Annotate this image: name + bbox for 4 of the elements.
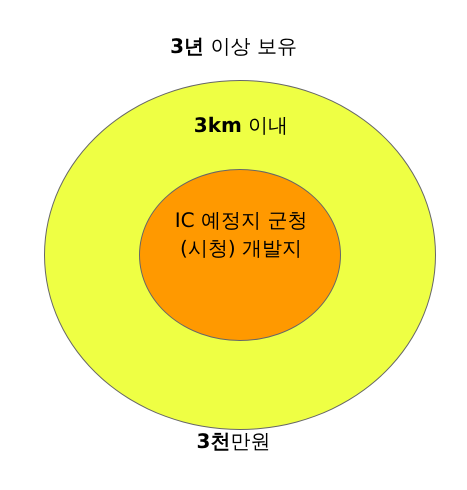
- caption-text: 3년 이상 보유: [169, 33, 298, 60]
- region-label: 3km 이내: [192, 112, 290, 139]
- region-label: IC 예정지 군청(시청) 개발지: [174, 207, 308, 262]
- caption-text: 3천만원: [196, 428, 272, 455]
